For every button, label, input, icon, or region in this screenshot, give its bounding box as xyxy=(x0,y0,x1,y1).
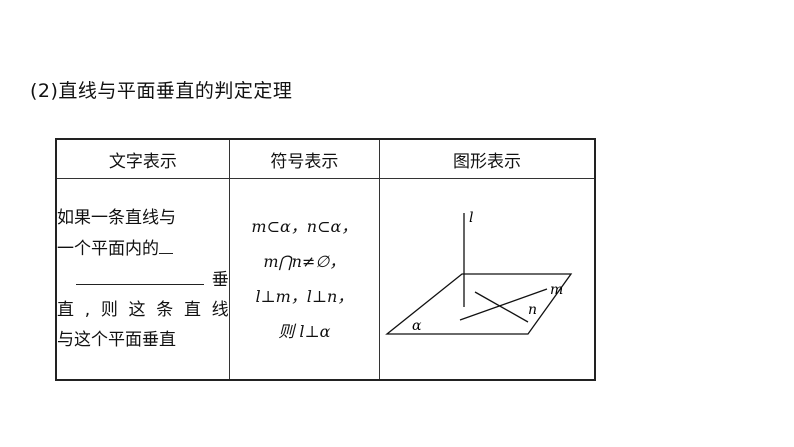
symbol-representation-cell: m⊂α，n⊂α， m⋂n≠∅， l⊥m，l⊥n， 则 l⊥α xyxy=(228,178,381,381)
text-representation-cell: 如果一条直线与 一个平面内的 垂 直,则这条直线 与这个平面垂直 xyxy=(55,178,230,381)
text-line-5: 与这个平面垂直 xyxy=(57,330,176,350)
line-m xyxy=(459,288,548,321)
text-line-3-words: 垂 xyxy=(211,270,229,290)
label-n: n xyxy=(528,302,537,318)
section-heading: (2)直线与平面垂直的判定定理 xyxy=(30,80,293,102)
content-row: 如果一条直线与 一个平面内的 垂 直,则这条直线 与这个平面垂直 m⊂α，n⊂α… xyxy=(55,178,596,381)
header-figure-representation: 图形表示 xyxy=(379,138,596,179)
text-line-2-words: 一个平面内的 xyxy=(57,239,159,259)
symbol-line-4: 则 l⊥α xyxy=(278,322,331,341)
label-alpha: α xyxy=(412,318,422,334)
theorem-table: 文字表示 符号表示 图形表示 如果一条直线与 一个平面内的 垂 直,则这条直线 … xyxy=(55,138,596,381)
text-line-4: 直,则这条直线 xyxy=(57,300,229,320)
fill-blank-start xyxy=(159,233,173,254)
text-line-2: 一个平面内的 xyxy=(57,233,229,264)
plane-alpha xyxy=(385,273,573,335)
header-text-representation: 文字表示 xyxy=(55,138,230,179)
perpendicular-figure: l m n α xyxy=(385,210,573,335)
text-line-3: 垂 xyxy=(57,264,229,295)
symbol-line-1: m⊂α，n⊂α， xyxy=(251,217,358,236)
header-row: 文字表示 符号表示 图形表示 xyxy=(55,138,596,179)
figure-representation-cell: l m n α xyxy=(379,178,596,381)
header-symbol-representation: 符号表示 xyxy=(228,138,381,179)
label-m: m xyxy=(550,282,563,298)
text-line-1: 如果一条直线与 xyxy=(57,208,176,228)
line-n xyxy=(474,291,529,323)
label-l: l xyxy=(469,210,473,226)
symbol-line-2: m⋂n≠∅， xyxy=(263,252,346,271)
symbol-line-3: l⊥m，l⊥n， xyxy=(255,287,354,306)
fill-blank xyxy=(75,264,204,285)
